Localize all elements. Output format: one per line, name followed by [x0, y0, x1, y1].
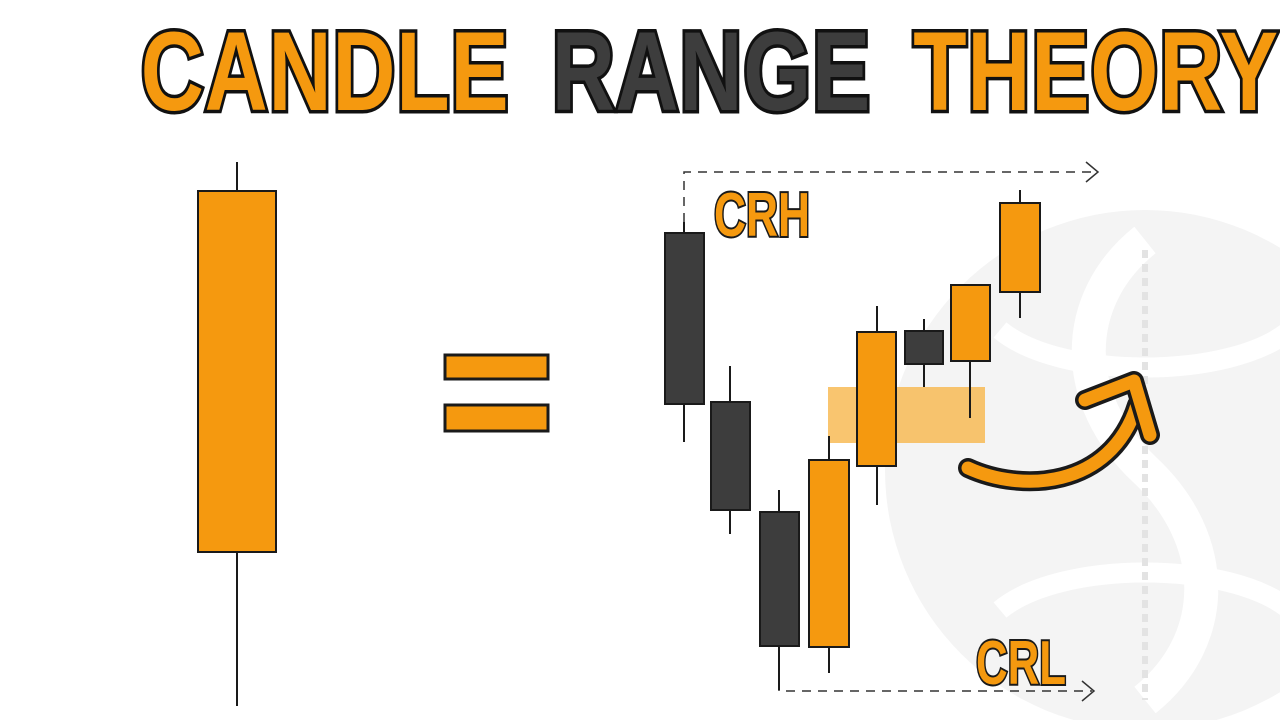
page-title: CANDLE RANGE THEORY [138, 8, 1280, 135]
candle-7 [950, 284, 991, 418]
crh-label: CRH [714, 181, 810, 250]
candle-1 [664, 222, 705, 442]
candle-6 [904, 319, 944, 387]
curved-arrow-icon [958, 371, 1160, 492]
crl-dashed-line [778, 650, 1096, 702]
equals-sign-icon [443, 353, 550, 433]
title-word-range: RANGE [549, 8, 873, 135]
candle-4 [808, 436, 850, 673]
title-word-theory: THEORY [911, 8, 1280, 135]
candle-3 [759, 490, 800, 690]
candle-5 [856, 306, 897, 505]
candle-8 [999, 190, 1041, 318]
crl-label: CRL [976, 629, 1066, 698]
crh-dashed-line [683, 161, 1100, 222]
big-candle-body [197, 190, 277, 553]
title-word-candle: CANDLE [138, 8, 511, 135]
range-highlight-box [828, 387, 985, 443]
candle-2 [710, 366, 751, 534]
big-candle [197, 162, 277, 706]
